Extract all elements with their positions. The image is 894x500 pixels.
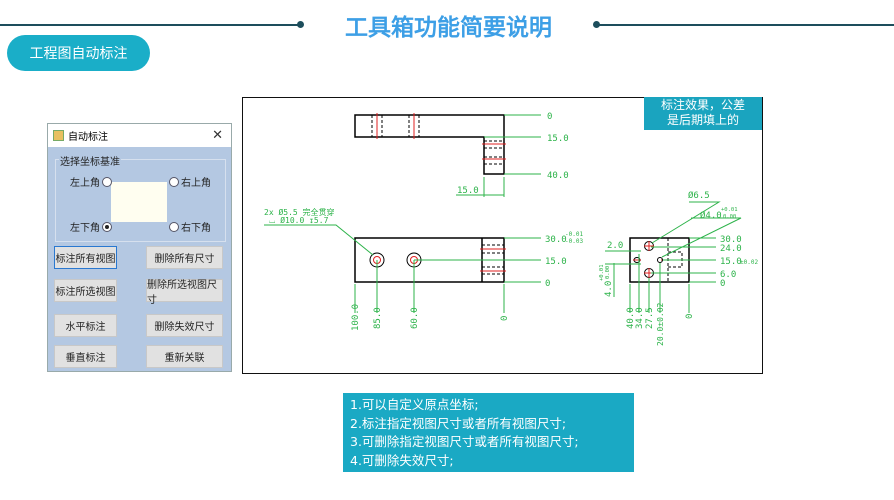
origin-groupbox: 选择坐标基准 左上角 右上角 左下角 右下角 — [55, 153, 226, 242]
page-title: 工具箱功能简要说明 — [345, 15, 552, 41]
top-view: 0 15.0 40.0 15.0 — [354, 112, 569, 197]
delete-invalid-dims-button[interactable]: 删除失效尺寸 — [146, 314, 223, 337]
feature-item: 3.可删除指定视图尺寸或者所有视图尺寸; — [350, 434, 579, 449]
tolerance: ±0.02 — [740, 259, 758, 266]
radio-label: 右下角 — [181, 223, 211, 234]
radio-label: 右上角 — [181, 178, 211, 189]
radio-button[interactable] — [102, 176, 112, 187]
header-rule-dot-right — [593, 21, 600, 28]
radio-button[interactable] — [102, 221, 112, 232]
dim-label: 0 — [545, 279, 550, 289]
origin-preview — [111, 182, 167, 222]
dim-label: 15.0 — [457, 186, 479, 196]
dim-label: 40.0 — [547, 171, 569, 181]
dialog-title: 自动标注 — [68, 132, 108, 143]
dim-label: 24.0 — [720, 244, 742, 254]
radio-label: 左上角 — [70, 178, 100, 189]
dialog-titlebar: 自动标注 ✕ — [48, 124, 231, 147]
app-icon — [53, 130, 64, 141]
tolerance: -0.01 — [565, 231, 583, 238]
dim-label: 30.0 — [545, 235, 567, 245]
tolerance: +0.01 — [599, 264, 605, 281]
delete-selected-view-dims-button[interactable]: 删除所选视图尺寸 — [146, 279, 223, 306]
group-label: 选择坐标基准 — [59, 153, 121, 168]
dim-label: 27.5 — [645, 307, 655, 329]
radio-bottom-left[interactable]: 左下角 — [70, 219, 112, 234]
vertical-dimension-button[interactable]: 垂直标注 — [54, 345, 117, 368]
header-rule-left — [0, 24, 300, 26]
dim-label: 85.0 — [373, 307, 383, 329]
delete-all-dims-button[interactable]: 删除所有尺寸 — [146, 246, 223, 269]
dimension-selected-view-button[interactable]: 标注所选视图 — [54, 279, 117, 302]
dim-label: 15.0 — [545, 257, 567, 267]
radio-button[interactable] — [169, 176, 179, 187]
dim-label: 100.0 — [351, 304, 361, 331]
dim-label: 20.0±0.02 — [656, 302, 665, 346]
engineering-drawing: 0 15.0 40.0 15.0 2x Ø5.5 完全贯穿 ⌴ Ø10.0 ↧5… — [264, 112, 758, 346]
dim-label: 0 — [500, 316, 510, 321]
front-view: 2x Ø5.5 完全贯穿 ⌴ Ø10.0 ↧5.7 30.0 -0.01 -0.… — [264, 207, 583, 331]
drawing-note: 标注效果，公差 是后期填上的 — [644, 97, 762, 130]
dim-label: 0 — [685, 314, 695, 319]
reassociate-button[interactable]: 重新关联 — [146, 345, 223, 368]
auto-dimension-dialog: 自动标注 ✕ 选择坐标基准 左上角 右上角 左下角 右下角 标注所有视图 删除所… — [47, 123, 232, 372]
radio-label: 左下角 — [70, 223, 100, 234]
dim-label: 15.0 — [720, 257, 742, 267]
dimension-all-views-button[interactable]: 标注所有视图 — [54, 246, 117, 269]
tolerance: 0.00 — [723, 214, 736, 220]
note-line: 是后期填上的 — [666, 113, 739, 127]
dim-label: 15.0 — [547, 134, 569, 144]
feature-item: 4.可删除失效尺寸; — [350, 452, 454, 468]
feature-item: 2.标注指定视图尺寸或者所有视图尺寸; — [350, 415, 567, 431]
dim-label: 40.0 — [626, 307, 636, 329]
dim-label: 0 — [720, 279, 725, 289]
radio-bottom-right[interactable]: 右下角 — [169, 219, 211, 234]
radio-top-left[interactable]: 左上角 — [70, 174, 112, 189]
feature-item: 1.可以自定义原点坐标; — [350, 397, 479, 412]
tolerance: 0.00 — [605, 266, 611, 279]
tolerance: -0.03 — [565, 238, 583, 245]
dim-label: 60.0 — [410, 307, 420, 329]
hole-callout: ⌴ Ø10.0 ↧5.7 — [269, 215, 329, 225]
drawing-preview: 0 15.0 40.0 15.0 2x Ø5.5 完全贯穿 ⌴ Ø10.0 ↧5… — [242, 97, 763, 374]
feature-list: 1.可以自定义原点坐标; 2.标注指定视图尺寸或者所有视图尺寸; 3.可删除指定… — [343, 393, 634, 472]
section-label: 工程图自动标注 — [7, 35, 150, 71]
dim-label: 0 — [547, 112, 552, 122]
dim-label: 2.0 — [607, 241, 623, 251]
close-icon[interactable]: ✕ — [212, 128, 223, 143]
dia-label: Ø6.5 — [688, 190, 710, 201]
dim-label: 34.0 — [635, 307, 645, 329]
header-rule-right — [597, 24, 894, 26]
dim-label: 6.0 — [720, 270, 736, 280]
radio-top-right[interactable]: 右上角 — [169, 174, 211, 189]
note-line: 标注效果，公差 — [660, 98, 745, 112]
header-rule-dot-left — [297, 21, 304, 28]
dim-label: 30.0 — [720, 235, 742, 245]
dia-label: Ø4.0 — [700, 210, 722, 221]
tolerance: +0.01 — [721, 207, 738, 213]
dim-label: 4.0 — [604, 281, 614, 297]
side-view: Ø6.5 Ø4.0 +0.01 0.00 30.0 24.0 15.0 ±0.0… — [599, 190, 758, 346]
radio-button[interactable] — [169, 221, 179, 232]
hole-callout: 2x Ø5.5 完全贯穿 — [264, 207, 335, 217]
horizontal-dimension-button[interactable]: 水平标注 — [54, 314, 117, 337]
